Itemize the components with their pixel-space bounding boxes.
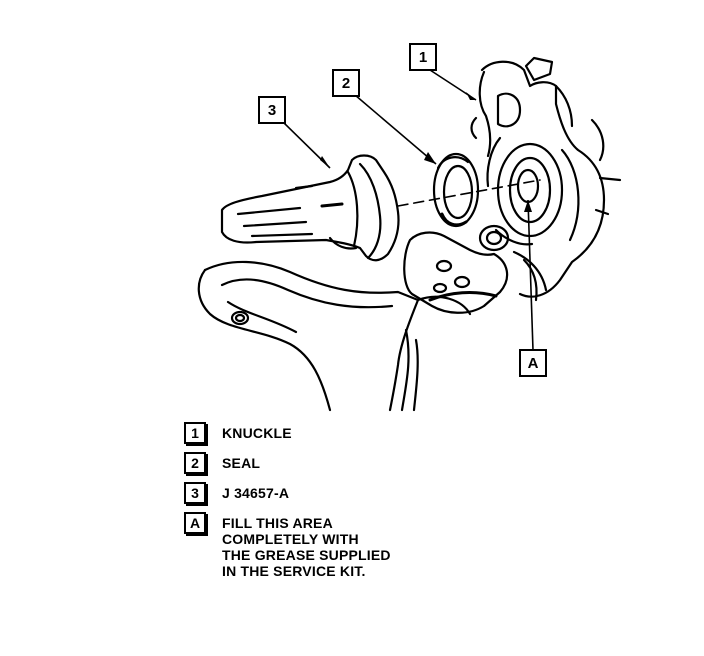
legend-row-a: A FILL THIS AREA COMPLETELY WITH THE GRE… (184, 512, 391, 579)
alignment-axis (397, 179, 541, 207)
legend-row-3: 3 J 34657-A (184, 482, 391, 504)
svg-text:1: 1 (419, 49, 427, 66)
callout-box-a: A (519, 349, 547, 377)
knuckle-seal-diagram: 1 2 3 A (197, 43, 622, 412)
callout-box-1: 1 (409, 43, 437, 71)
legend-key-1: 1 (184, 422, 206, 444)
leader-arrowheads (320, 92, 532, 212)
seal-installer-tool (220, 154, 400, 262)
ball-joint (403, 224, 548, 314)
legend: 1 KNUCKLE 2 SEAL 3 J 34657-A A FILL THIS… (184, 422, 391, 587)
callout-box-2: 2 (332, 69, 360, 97)
seal (432, 152, 480, 228)
leader-lines (282, 69, 534, 351)
svg-text:A: A (528, 355, 539, 372)
svg-text:2: 2 (342, 75, 350, 92)
control-arm (197, 260, 472, 412)
legend-key-a: A (184, 512, 206, 534)
legend-label-knuckle: KNUCKLE (222, 425, 292, 441)
legend-label-fill-area: FILL THIS AREA COMPLETELY WITH THE GREAS… (222, 515, 391, 579)
legend-row-2: 2 SEAL (184, 452, 391, 474)
callout-box-3: 3 (258, 96, 286, 124)
legend-row-1: 1 KNUCKLE (184, 422, 391, 444)
legend-label-seal: SEAL (222, 455, 261, 471)
knuckle (470, 56, 622, 298)
leader-line-2 (354, 94, 437, 165)
legend-key-2: 2 (184, 452, 206, 474)
leader-line-a (527, 199, 534, 351)
svg-text:3: 3 (268, 102, 276, 119)
legend-key-3: 3 (184, 482, 206, 504)
legend-label-tool: J 34657-A (222, 485, 290, 501)
